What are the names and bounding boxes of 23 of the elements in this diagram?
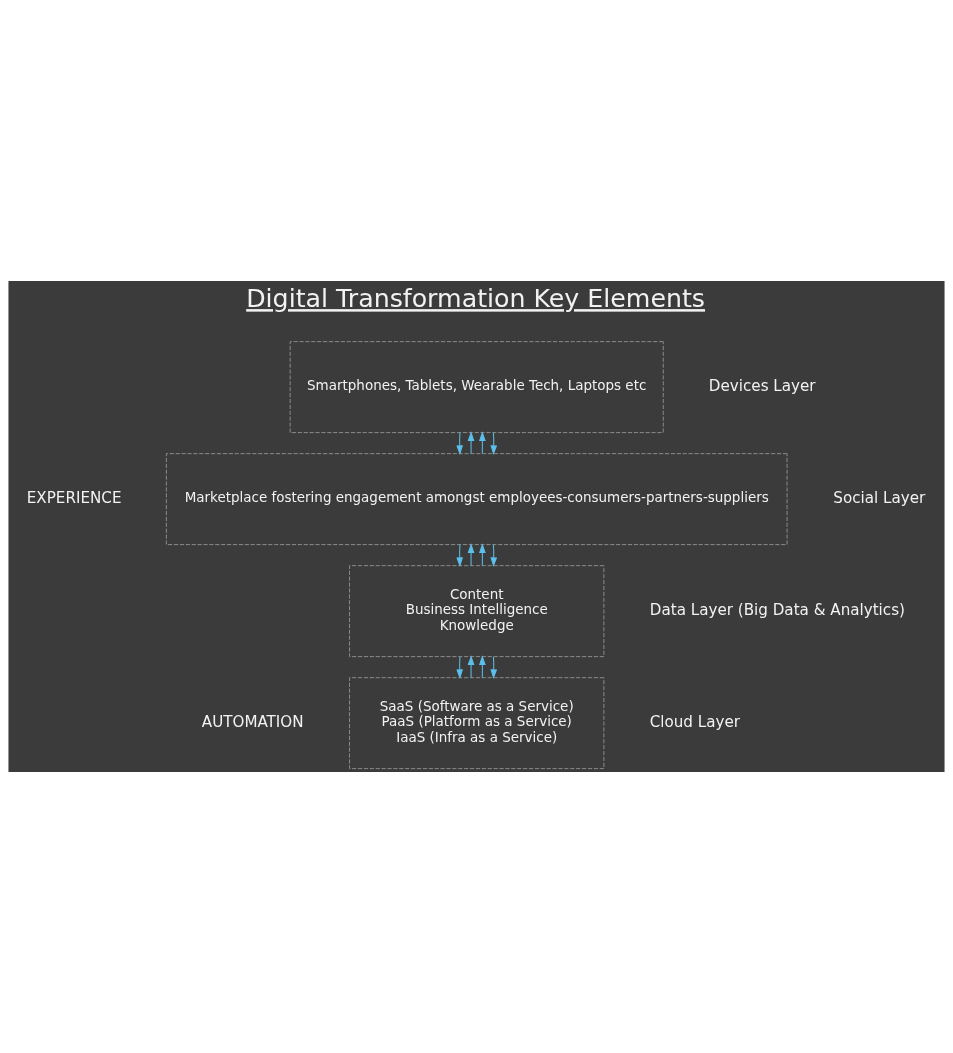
node-box: Smartphones, Tablets, Wearable Tech, Laptops etc [289, 341, 664, 434]
arrow [467, 543, 475, 566]
node-label: Devices Layer [708, 376, 816, 395]
arrow [456, 432, 464, 455]
arrow [467, 655, 475, 678]
node-label: Cloud Layer [649, 712, 740, 731]
arrow [490, 544, 498, 567]
node-label: Social Layer [833, 488, 926, 507]
node-label: Data Layer (Big Data & Analytics) [649, 600, 905, 619]
arrow [479, 431, 486, 454]
node-box: Marketplace fostering engagement amongst employees-consumers-partners-suppliers [165, 453, 788, 546]
arrow [456, 656, 464, 679]
diagram-title: Digital Transformation Key Elements [246, 284, 706, 314]
label: AUTOMATION [201, 712, 304, 731]
label: EXPERIENCE [26, 488, 122, 507]
node-box: Content Business Intelligence Knowledge [349, 565, 605, 658]
arrow [467, 431, 475, 454]
arrow [479, 655, 486, 678]
arrow [456, 544, 464, 567]
node-box: SaaS (Software as a Service) PaaS (Platform as a Service) IaaS (Infra as a Service) [349, 677, 605, 770]
arrow [479, 543, 486, 566]
arrow [490, 432, 498, 455]
arrow [490, 656, 498, 679]
